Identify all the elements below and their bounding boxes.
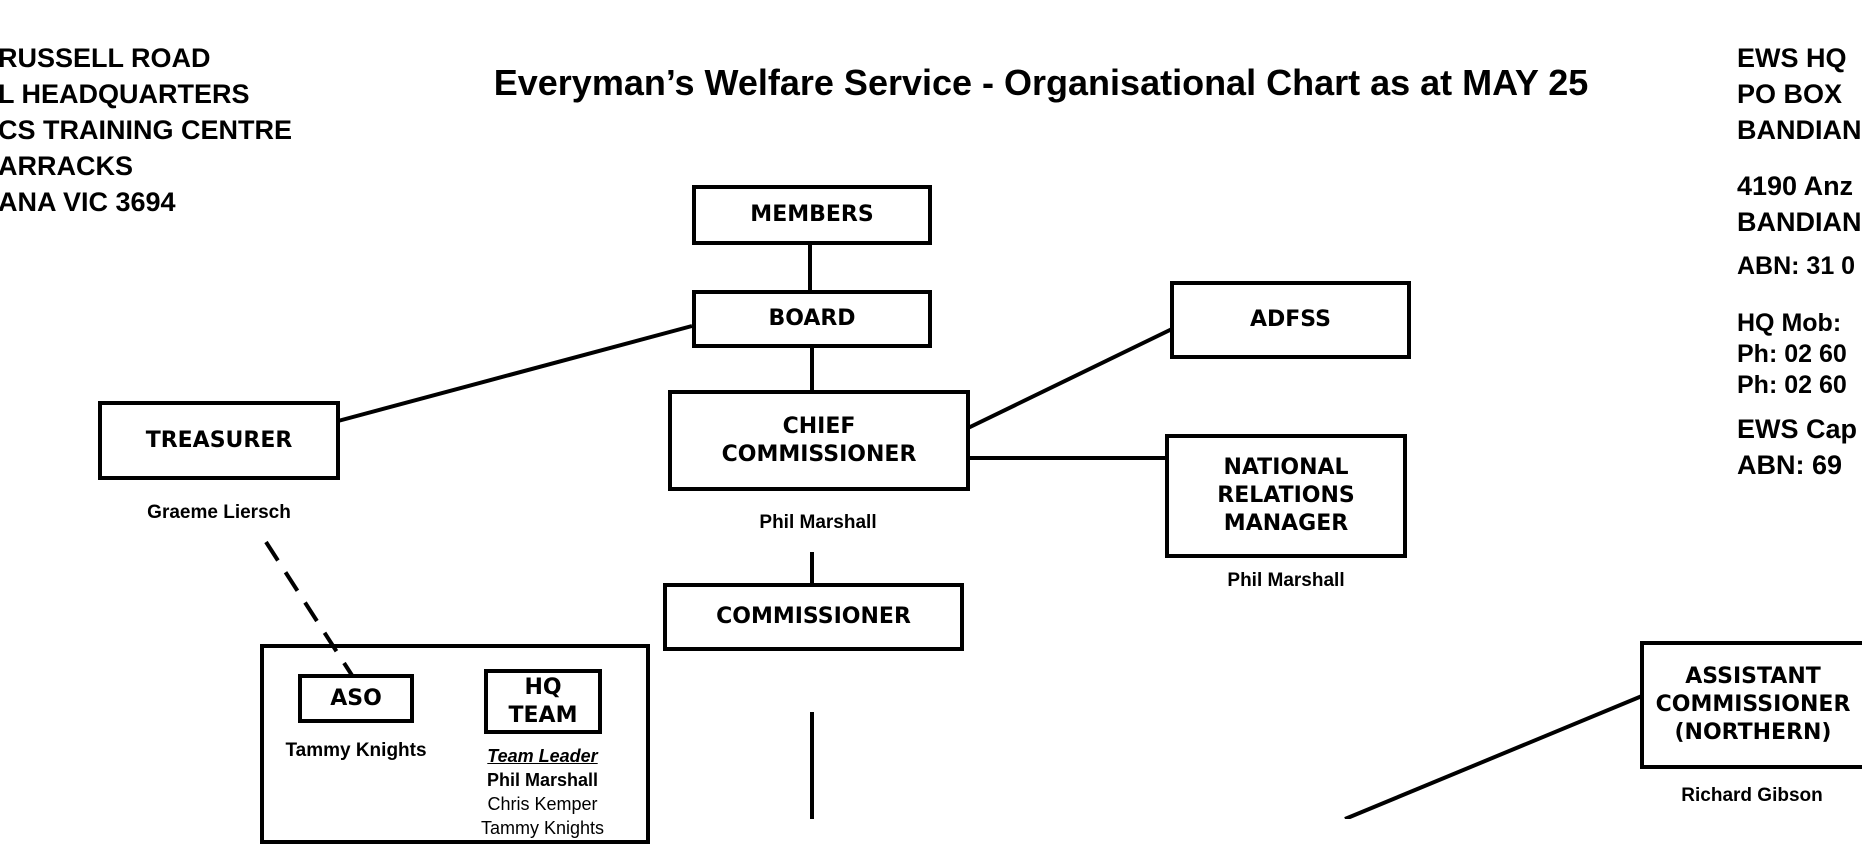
team-member-name: Chris Kemper — [487, 794, 598, 814]
aso-name: Tammy Knights — [285, 740, 427, 761]
chief-commissioner-box: CHIEF COMMISSIONER — [668, 390, 970, 491]
team-leader-name: Phil Marshall — [486, 770, 599, 790]
treasurer-box: TREASURER — [98, 401, 340, 480]
address-left: RUSSELL ROAD L HEADQUARTERS CS TRAINING … — [0, 40, 292, 220]
national-relations-label: RELATIONS — [1217, 483, 1355, 508]
cap-line: EWS Cap — [1737, 414, 1858, 444]
assistant-commissioner-box: ASSISTANT COMMISSIONER (NORTHERN) — [1640, 641, 1862, 769]
address-left-line: ANA VIC 3694 — [0, 187, 176, 217]
board-treasurer-line — [337, 324, 693, 423]
chief-commissioner-label: CHIEF — [782, 413, 856, 439]
address-right-line: EWS HQ — [1737, 43, 1847, 73]
team-member-name: Tammy Knights — [480, 818, 605, 838]
adfss-box: ADFSS — [1170, 281, 1411, 359]
treasurer-name: Graeme Liersch — [147, 502, 291, 523]
address-left-line: RUSSELL ROAD — [0, 43, 211, 73]
aso-label: ASO — [330, 685, 382, 711]
chart-title: Everyman’s Welfare Service - Organisatio… — [493, 62, 1589, 103]
commissioner-label: COMMISSIONER — [716, 604, 911, 629]
chief-commissioner-name: Phil Marshall — [759, 512, 877, 533]
aso-box: ASO — [298, 674, 414, 723]
assistant-commissioner-label: COMMISSIONER — [1655, 692, 1851, 717]
hq-team-label: TEAM — [508, 702, 578, 728]
address-right-line: BANDIAN — [1737, 115, 1862, 145]
treasurer-aso-dashed-line — [264, 540, 357, 682]
assistant-commissioner-line — [1344, 694, 1643, 819]
national-relations-label: MANAGER — [1223, 511, 1349, 536]
members-box: MEMBERS — [692, 185, 932, 245]
national-relations-manager-box: NATIONAL RELATIONS MANAGER — [1165, 434, 1407, 558]
hq-team-list: Team Leader Phil Marshall Chris Kemper T… — [465, 744, 620, 840]
assistant-commissioner-name: Richard Gibson — [1681, 785, 1823, 806]
address-left-line: CS TRAINING CENTRE — [0, 115, 293, 145]
national-relations-label: NATIONAL — [1223, 455, 1349, 480]
contact-line: HQ Mob: — [1737, 309, 1842, 337]
board-box: BOARD — [692, 290, 932, 348]
connector-lines — [264, 244, 1643, 819]
assistant-commissioner-label: ASSISTANT — [1685, 664, 1821, 689]
contact-line: Ph: 02 60 — [1737, 340, 1847, 368]
board-label: BOARD — [768, 306, 856, 331]
assistant-commissioner-label: (NORTHERN) — [1674, 720, 1832, 745]
chief-adfss-line — [967, 327, 1173, 430]
adfss-label: ADFSS — [1249, 307, 1332, 332]
national-relations-manager-name: Phil Marshall — [1227, 570, 1345, 591]
hq-team-box: HQ TEAM — [484, 669, 602, 734]
address-left-line: ARRACKS — [0, 151, 133, 181]
address-right-line: BANDIAN — [1737, 207, 1862, 237]
members-label: MEMBERS — [750, 202, 874, 227]
cap-line: ABN: 69 — [1737, 450, 1843, 480]
abn-text: ABN: 31 0 — [1737, 252, 1856, 280]
address-left-line: L HEADQUARTERS — [0, 79, 250, 109]
treasurer-label: TREASURER — [145, 427, 293, 453]
contact-line: Ph: 02 60 — [1737, 371, 1847, 399]
hq-team-label: HQ — [524, 674, 562, 700]
address-right-line: PO BOX — [1737, 79, 1843, 109]
commissioner-box: COMMISSIONER — [663, 583, 964, 651]
team-leader-label: Team Leader — [487, 746, 598, 766]
chief-commissioner-label: COMMISSIONER — [721, 441, 917, 467]
address-right: EWS HQ PO BOX BANDIAN 4190 Anz BANDIAN A… — [1737, 40, 1862, 483]
address-right-line: 4190 Anz — [1737, 171, 1854, 201]
